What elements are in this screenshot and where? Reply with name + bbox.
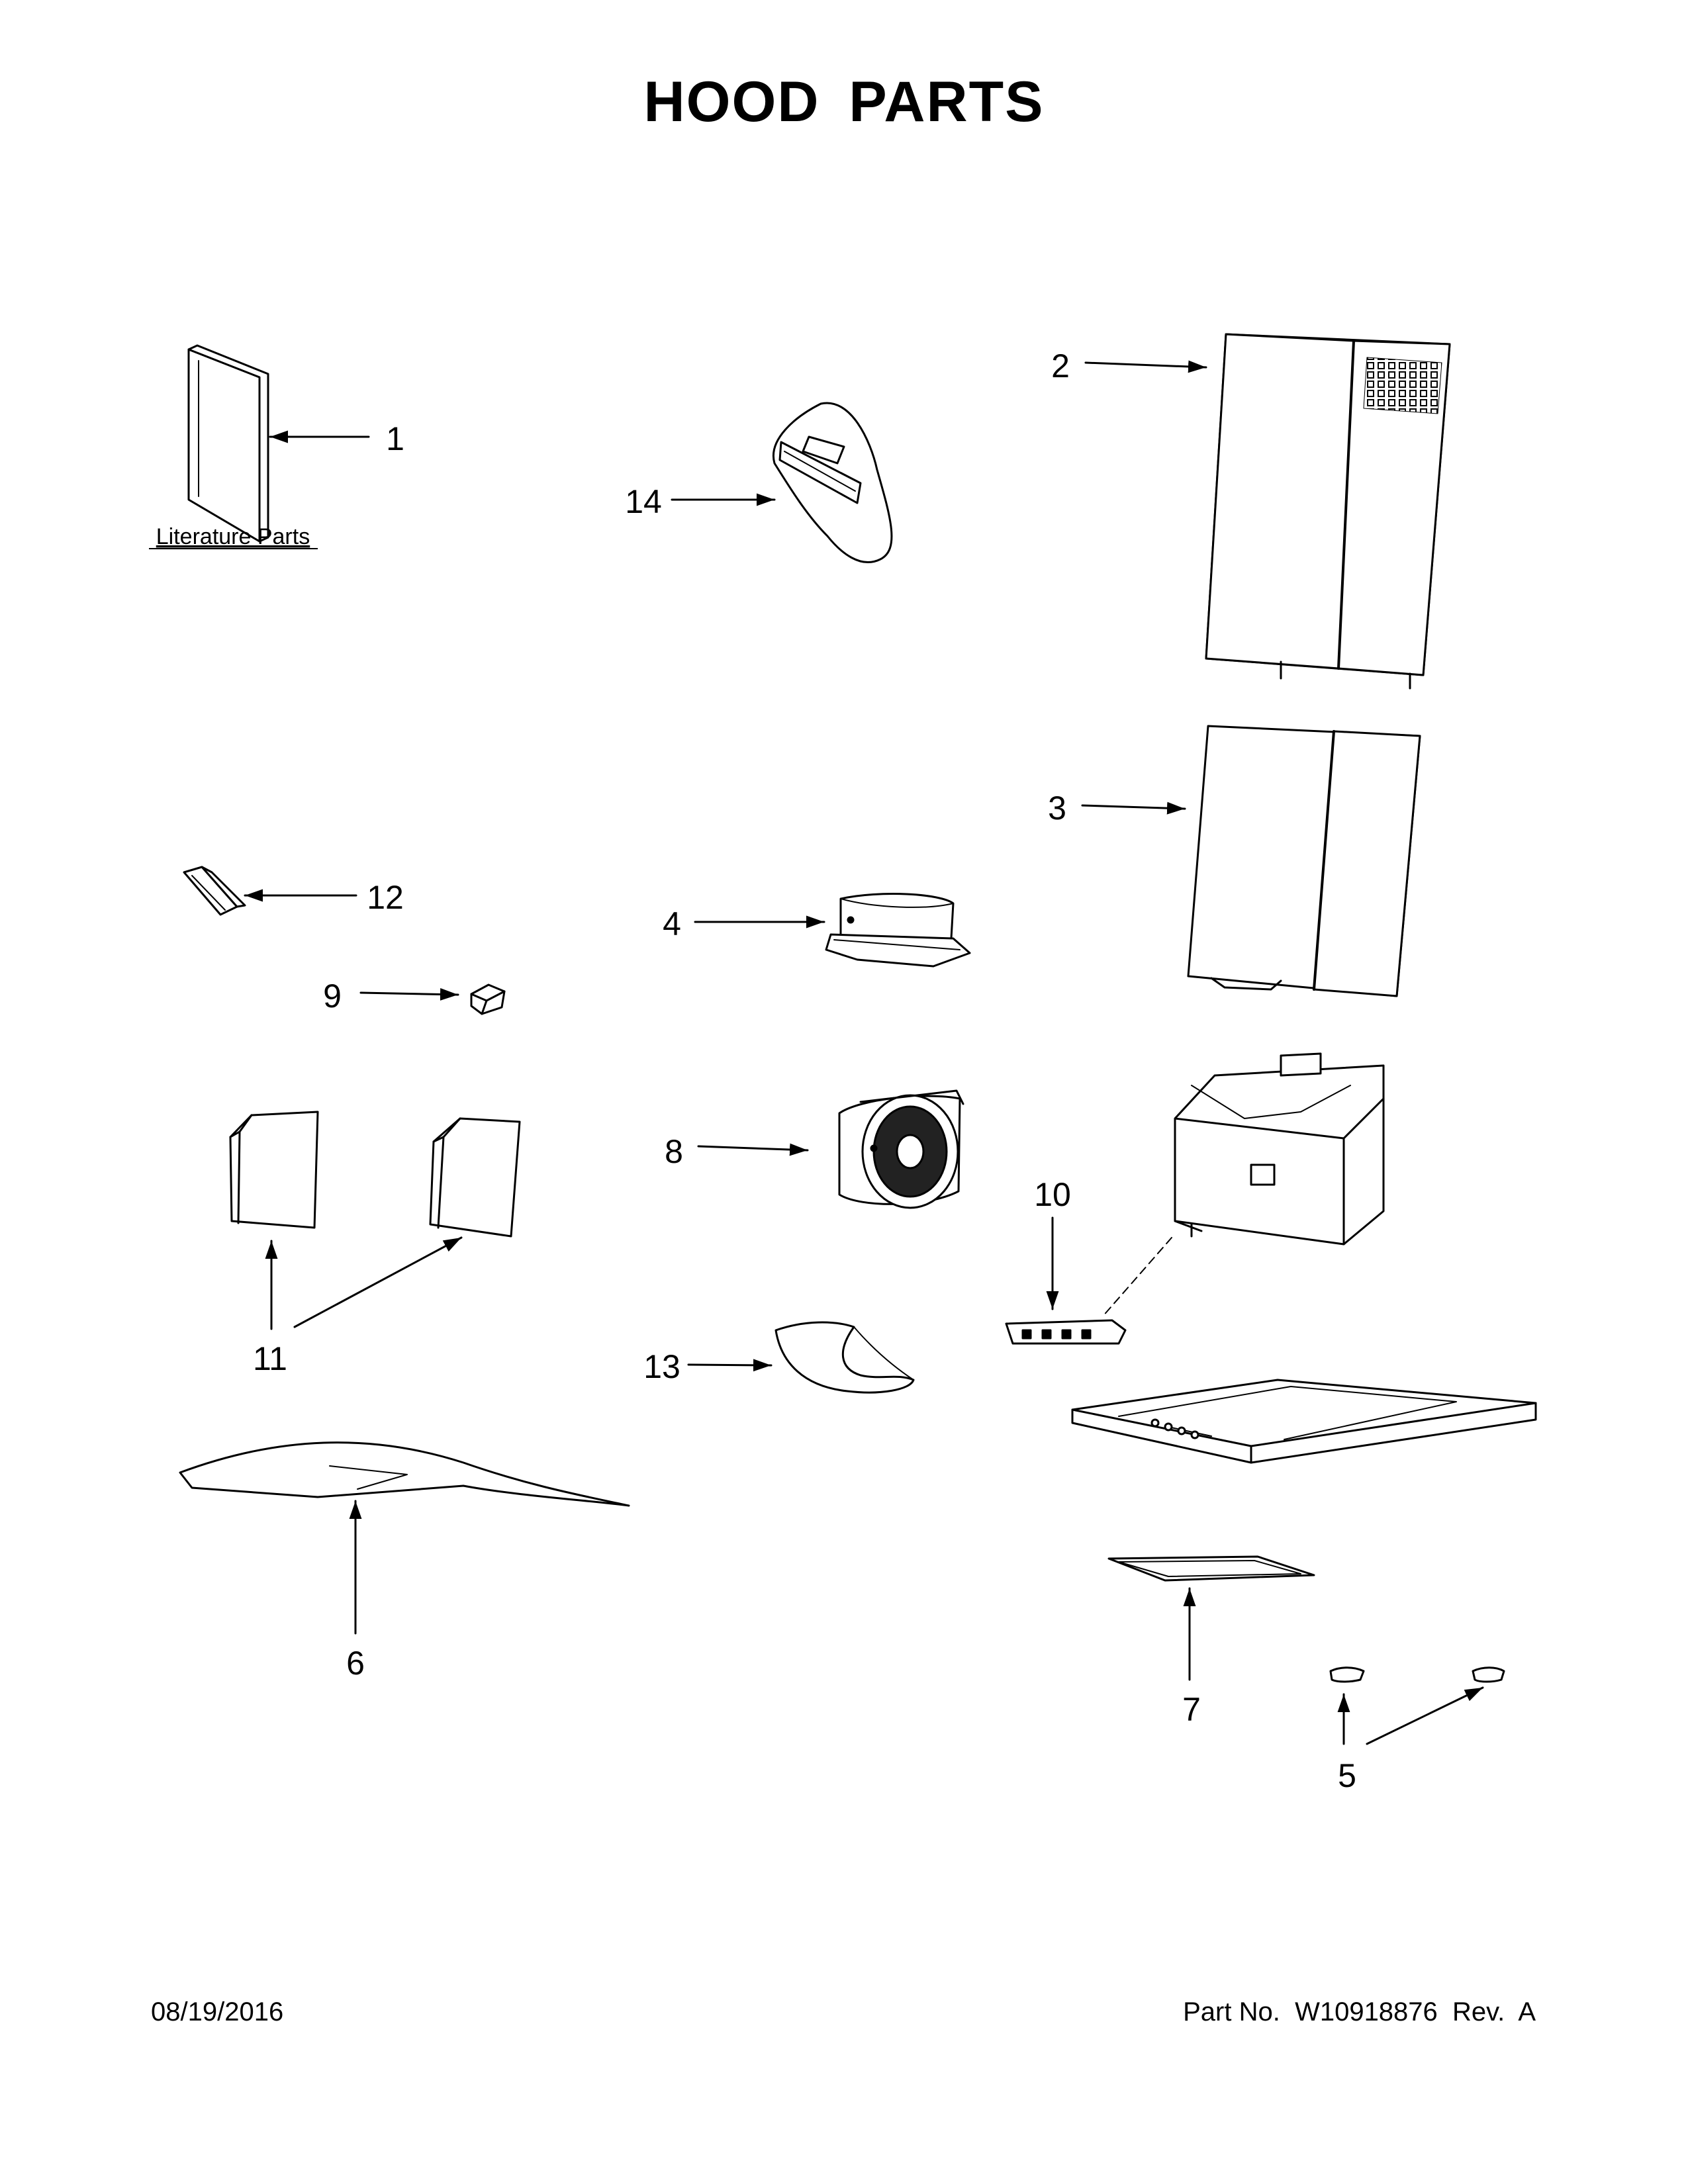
part-5-light-cover-left <box>1329 1666 1365 1683</box>
callout-7: 7 <box>1182 1691 1201 1728</box>
arrow-11b <box>293 1236 463 1328</box>
callout-5: 5 <box>1338 1757 1356 1794</box>
part-5-light-cover-right <box>1472 1666 1505 1683</box>
part-11-filter-right <box>429 1117 521 1238</box>
callout-2: 2 <box>1051 347 1070 385</box>
part-8-blower-motor <box>838 1089 964 1209</box>
literature-parts-label: Literature Parts <box>156 524 310 549</box>
part-6-glass-canopy <box>179 1441 630 1507</box>
callout-11: 11 <box>253 1340 287 1377</box>
motor-housing <box>1174 1052 1385 1246</box>
callout-13: 13 <box>643 1348 680 1385</box>
callout-10: 10 <box>1034 1176 1071 1213</box>
arrow-9 <box>359 988 459 1001</box>
part-7-grease-filter <box>1107 1555 1315 1582</box>
part-14-hardware-bag <box>773 402 893 563</box>
callout-1: 1 <box>386 420 404 457</box>
arrow-2 <box>1084 360 1207 373</box>
part-13-curved-panel <box>774 1321 915 1394</box>
callout-14: 14 <box>625 483 662 520</box>
part-12-bracket <box>183 866 246 916</box>
part-4-damper-transition <box>825 893 971 968</box>
assembly-guide-line <box>1102 1237 1172 1318</box>
arrow-8 <box>697 1143 809 1156</box>
arrow-5b <box>1366 1686 1484 1745</box>
hood-canopy <box>1071 1379 1537 1464</box>
callout-6: 6 <box>346 1645 365 1682</box>
callout-4: 4 <box>663 905 681 942</box>
part-9-small-block <box>470 983 506 1015</box>
callout-8: 8 <box>665 1133 683 1170</box>
footer-part-number: Part No. W10918876 Rev. A <box>1183 1997 1536 2026</box>
part-1-literature-booklet <box>187 344 269 543</box>
leader-arrows <box>244 360 1484 1745</box>
part-3-lower-chimney <box>1187 725 1421 997</box>
callout-9: 9 <box>323 978 342 1015</box>
part-11-filter-left <box>229 1111 319 1229</box>
part-10-control-board <box>1005 1319 1127 1345</box>
page-title: HOOD PARTS <box>643 70 1045 134</box>
callout-3: 3 <box>1048 790 1066 827</box>
footer-date: 08/19/2016 <box>151 1997 284 2026</box>
callout-12: 12 <box>367 879 404 916</box>
arrow-3 <box>1081 801 1186 815</box>
part-2-upper-chimney <box>1205 333 1451 690</box>
